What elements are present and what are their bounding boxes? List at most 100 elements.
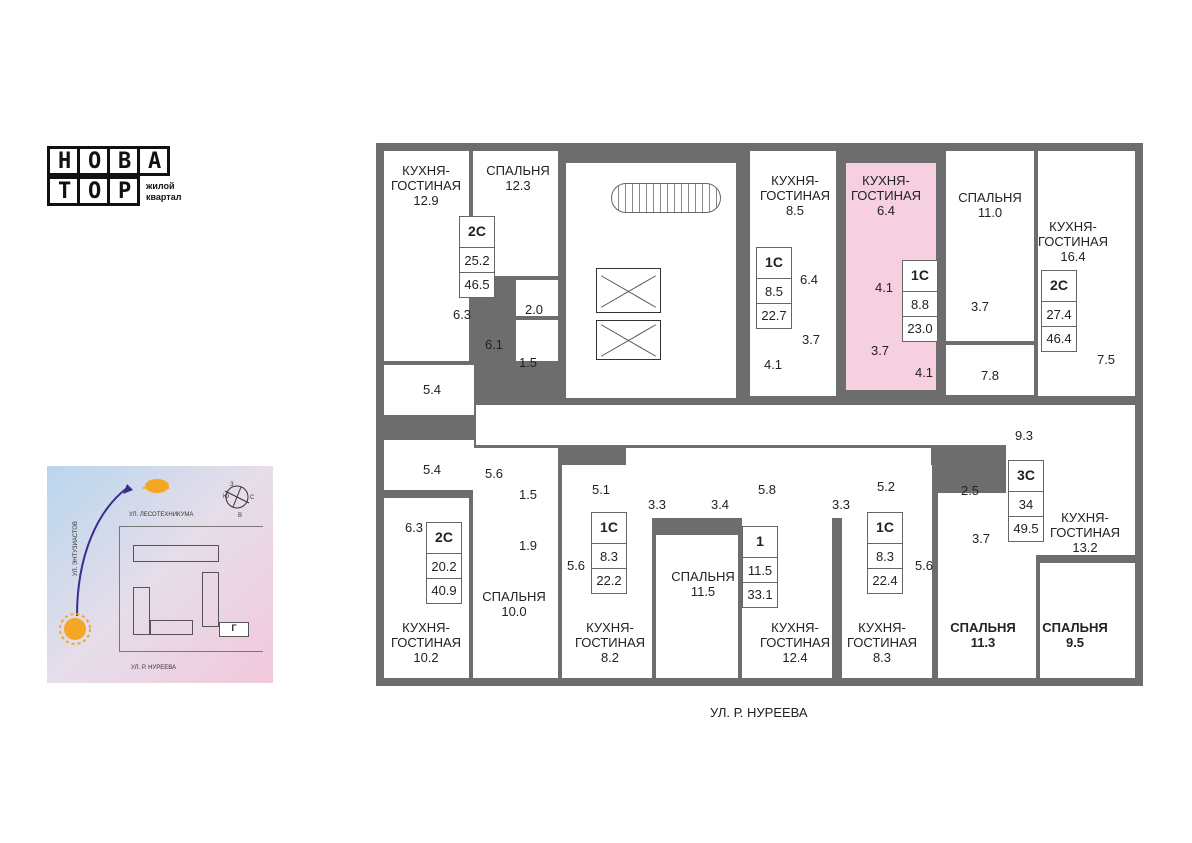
- total-area: 46.4: [1046, 331, 1072, 346]
- room-name: КУХНЯ-: [862, 173, 910, 188]
- room-label: КУХНЯ- ГОСТИНАЯ 6.4: [851, 173, 921, 218]
- street-label: УЛ. Р. НУРЕЕВА: [710, 705, 808, 720]
- room[interactable]: [946, 151, 1034, 341]
- area-value: 5.2: [876, 479, 896, 494]
- total-area: 22.4: [872, 573, 898, 588]
- site-orientation-card: З С В Ю УЛ. ЛЕСОТЕХНИКУМА УЛ. ЭНТУЗИАСТО…: [47, 466, 273, 683]
- room-label: КУХНЯ- ГОСТИНАЯ 16.4: [1038, 219, 1108, 264]
- apartment-info[interactable]: 2С 25.2 46.5: [459, 216, 495, 298]
- room-area: 11.0: [977, 205, 1003, 220]
- room-area: 6.4: [876, 203, 896, 218]
- apartment-info[interactable]: 1 11.5 33.1: [742, 526, 778, 608]
- room[interactable]: [1040, 563, 1135, 678]
- logo-letter: О: [77, 176, 110, 206]
- area-value: 3.7: [801, 332, 821, 347]
- room-name: КУХНЯ-: [1049, 219, 1097, 234]
- living-area: 8.5: [764, 284, 784, 299]
- room-name: ГОСТИНАЯ: [390, 178, 462, 193]
- sun-path-icon: [59, 479, 263, 652]
- compass-label: З: [230, 482, 234, 488]
- room-name: ГОСТИНАЯ: [1037, 234, 1109, 249]
- total-area: 46.5: [464, 277, 490, 292]
- area-value: 3.7: [971, 531, 991, 546]
- room[interactable]: [473, 448, 558, 678]
- area-value: 1.5: [518, 355, 538, 370]
- area-value: 5.6: [914, 558, 934, 573]
- apartment-info[interactable]: 1С 8.5 22.7: [756, 247, 792, 329]
- logo-letter: Р: [107, 176, 140, 206]
- room[interactable]: [384, 365, 474, 415]
- room-name: СПАЛЬНЯ: [958, 190, 1022, 205]
- room-area: 10.2: [413, 650, 439, 665]
- room-area: 12.3: [505, 178, 531, 193]
- apartment-info[interactable]: 2С 27.4 46.4: [1041, 270, 1077, 352]
- stair-flight: [611, 183, 721, 213]
- building-block: [133, 545, 219, 562]
- total-area: 49.5: [1013, 521, 1039, 536]
- room-name: СПАЛЬНЯ: [671, 569, 735, 584]
- room-label: СПАЛЬНЯ 10.0: [482, 589, 546, 619]
- apartment-type: 3С: [1017, 467, 1035, 483]
- apartment-info[interactable]: 1С 8.3 22.2: [591, 512, 627, 594]
- total-area: 33.1: [747, 587, 773, 602]
- room-label: КУХНЯ- ГОСТИНАЯ 8.2: [575, 620, 645, 665]
- street-label: УЛ. ЭНТУЗИАСТОВ: [73, 521, 79, 576]
- room-name: КУХНЯ-: [1061, 510, 1109, 525]
- area-value: 6.4: [799, 272, 819, 287]
- apartment-info[interactable]: 1С 8.3 22.4: [867, 512, 903, 594]
- room[interactable]: [656, 535, 738, 678]
- room[interactable]: [516, 320, 558, 361]
- apartment-info[interactable]: 1С 8.8 23.0: [902, 260, 938, 342]
- room-name: КУХНЯ-: [586, 620, 634, 635]
- building-block: [150, 620, 193, 635]
- compass-label: Ю: [223, 494, 230, 500]
- area-value: 3.4: [710, 497, 730, 512]
- total-area: 23.0: [907, 321, 933, 336]
- room-label: КУХНЯ- ГОСТИНАЯ 12.9: [391, 163, 461, 208]
- apartment-type: 1С: [876, 519, 894, 535]
- room[interactable]: [946, 345, 1034, 395]
- compass-label: В: [238, 513, 243, 519]
- room-label: КУХНЯ- ГОСТИНАЯ 10.2: [391, 620, 461, 665]
- room-area: 8.3: [872, 650, 892, 665]
- room-name: СПАЛЬНЯ: [1042, 620, 1108, 635]
- room[interactable]: [384, 151, 469, 361]
- elevator-shaft: [596, 268, 661, 313]
- room-label: КУХНЯ- ГОСТИНАЯ 12.4: [760, 620, 830, 665]
- room-label: СПАЛЬНЯ 11.5: [671, 569, 735, 599]
- area-value: 5.6: [566, 558, 586, 573]
- logo-sub-line: квартал: [146, 192, 182, 202]
- room[interactable]: [384, 440, 474, 490]
- area-value: 2.0: [524, 302, 544, 317]
- area-value: 1.9: [518, 538, 538, 553]
- room[interactable]: [626, 448, 748, 518]
- area-value: 3.7: [970, 299, 990, 314]
- area-value: 1.5: [518, 487, 538, 502]
- logo-letter: О: [77, 146, 110, 176]
- current-section[interactable]: Г: [219, 622, 249, 637]
- room-area: 16.4: [1060, 249, 1086, 264]
- room-name: ГОСТИНАЯ: [850, 188, 922, 203]
- logo-letter: В: [107, 146, 140, 176]
- apartment-type: 2С: [468, 223, 486, 239]
- room-name: ГОСТИНАЯ: [846, 635, 918, 650]
- apartment-type: 1С: [600, 519, 618, 535]
- logo-letter: Н: [47, 146, 80, 176]
- area-value: 5.8: [757, 482, 777, 497]
- corridor: [476, 405, 1006, 445]
- apartment-info[interactable]: 2С 20.2 40.9: [426, 522, 462, 604]
- apartment-type: 1С: [911, 267, 929, 283]
- living-area: 8.3: [599, 549, 619, 564]
- apartment-info[interactable]: 3С 34 49.5: [1008, 460, 1044, 542]
- area-value: 3.3: [831, 497, 851, 512]
- room-name: КУХНЯ-: [771, 620, 819, 635]
- logo-letter: Т: [47, 176, 80, 206]
- room-area: 9.5: [1065, 635, 1085, 650]
- area-value: 5.1: [591, 482, 611, 497]
- area-value: 4.1: [914, 365, 934, 380]
- living-area: 27.4: [1046, 307, 1072, 322]
- area-value: 5.4: [422, 382, 442, 397]
- area-value: 6.3: [452, 307, 472, 322]
- room[interactable]: [516, 280, 558, 316]
- room-area: 11.3: [970, 635, 996, 650]
